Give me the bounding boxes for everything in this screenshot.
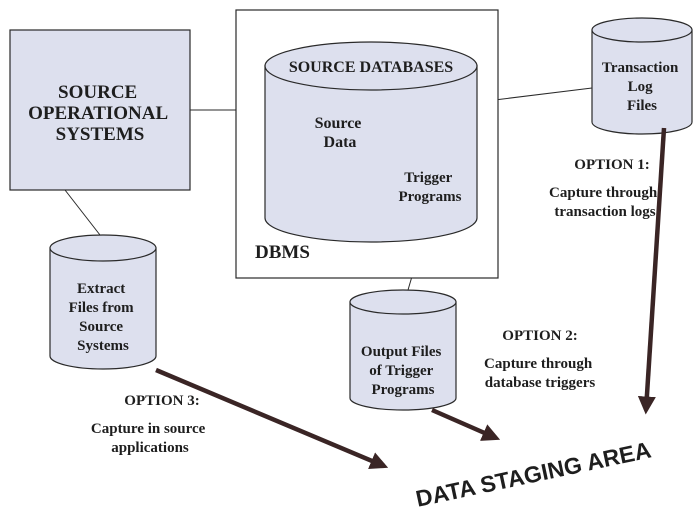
source-databases-cylinder: SOURCE DATABASES Source Data Trigger Pro… bbox=[264, 41, 478, 243]
extract-files-cylinder: Extract Files from Source Systems bbox=[49, 234, 157, 370]
svg-text:Capture through database: Capture through database triggers bbox=[484, 356, 596, 391]
option-3-label: OPTION 3: Capture in source applications bbox=[91, 393, 209, 456]
source-systems-line-3: SYSTEMS bbox=[56, 124, 145, 145]
extract-line-3: Source bbox=[79, 319, 123, 335]
source-systems-line-2: OPERATIONAL bbox=[28, 103, 167, 124]
option-2-title: OPTION 2: bbox=[502, 328, 577, 344]
svg-text:Output Files of Trigger: Output Files of Trigger Programs bbox=[361, 344, 445, 398]
data-staging-area-label: DATA STAGING AREA bbox=[413, 437, 653, 512]
option-3-line-1: Capture in source bbox=[91, 421, 206, 437]
output-files-cylinder: Output Files of Trigger Programs bbox=[349, 289, 457, 411]
extract-line-4: Systems bbox=[77, 338, 129, 354]
option-1-title: OPTION 1: bbox=[574, 157, 649, 173]
extract-line-1: Extract bbox=[77, 281, 125, 297]
arrow-option-1 bbox=[637, 127, 667, 415]
connector-source-extract bbox=[64, 189, 101, 236]
trigger-programs-line-2: Programs bbox=[398, 189, 461, 205]
output-line-3: Programs bbox=[371, 382, 434, 398]
source-data-line-1: Source bbox=[315, 115, 362, 132]
svg-text:Source Data: Source Data bbox=[315, 115, 366, 151]
svg-text:Trigger Programs: Trigger Programs bbox=[398, 170, 461, 205]
txlog-line-2: Log bbox=[628, 79, 654, 95]
svg-text:SOURCE OPERATIONAL: SOURCE OPERATIONAL SYSTEMS bbox=[28, 82, 172, 145]
option-3-title: OPTION 3: bbox=[124, 393, 199, 409]
output-line-2: of Trigger bbox=[369, 363, 433, 379]
source-systems-line-1: SOURCE bbox=[58, 82, 137, 103]
output-line-1: Output Files bbox=[361, 344, 442, 360]
trigger-programs-line-1: Trigger bbox=[404, 170, 452, 186]
option-2-label: OPTION 2: Capture through database trigg… bbox=[484, 328, 596, 391]
txlog-line-1: Transaction bbox=[602, 60, 679, 76]
option-1-line-2: transaction logs bbox=[554, 204, 655, 220]
option-3-line-2: applications bbox=[111, 440, 189, 456]
option-1-label: OPTION 1: Capture through transaction lo… bbox=[549, 157, 661, 220]
option-1-line-1: Capture through bbox=[549, 185, 658, 201]
svg-text:Capture in source applic: Capture in source applications bbox=[91, 421, 209, 456]
source-operational-systems-box: SOURCE OPERATIONAL SYSTEMS bbox=[9, 29, 191, 191]
source-data-line-2: Data bbox=[324, 134, 357, 151]
svg-text:Transaction Log Fi: Transaction Log Files bbox=[602, 60, 682, 114]
option-2-line-1: Capture through bbox=[484, 356, 593, 372]
dbms-label: DBMS bbox=[255, 242, 310, 263]
extract-line-2: Files from bbox=[69, 300, 135, 316]
svg-text:Capture through transact: Capture through transaction logs bbox=[549, 185, 661, 220]
transaction-log-files-cylinder: Transaction Log Files bbox=[591, 17, 693, 135]
source-databases-label: SOURCE DATABASES bbox=[289, 59, 453, 76]
txlog-line-3: Files bbox=[627, 98, 657, 114]
arrow-option-2 bbox=[431, 407, 501, 441]
option-2-line-2: database triggers bbox=[485, 375, 596, 391]
arrow-option-3 bbox=[155, 367, 389, 470]
svg-text:Extract Files from: Extract Files from Source Systems bbox=[69, 281, 138, 354]
